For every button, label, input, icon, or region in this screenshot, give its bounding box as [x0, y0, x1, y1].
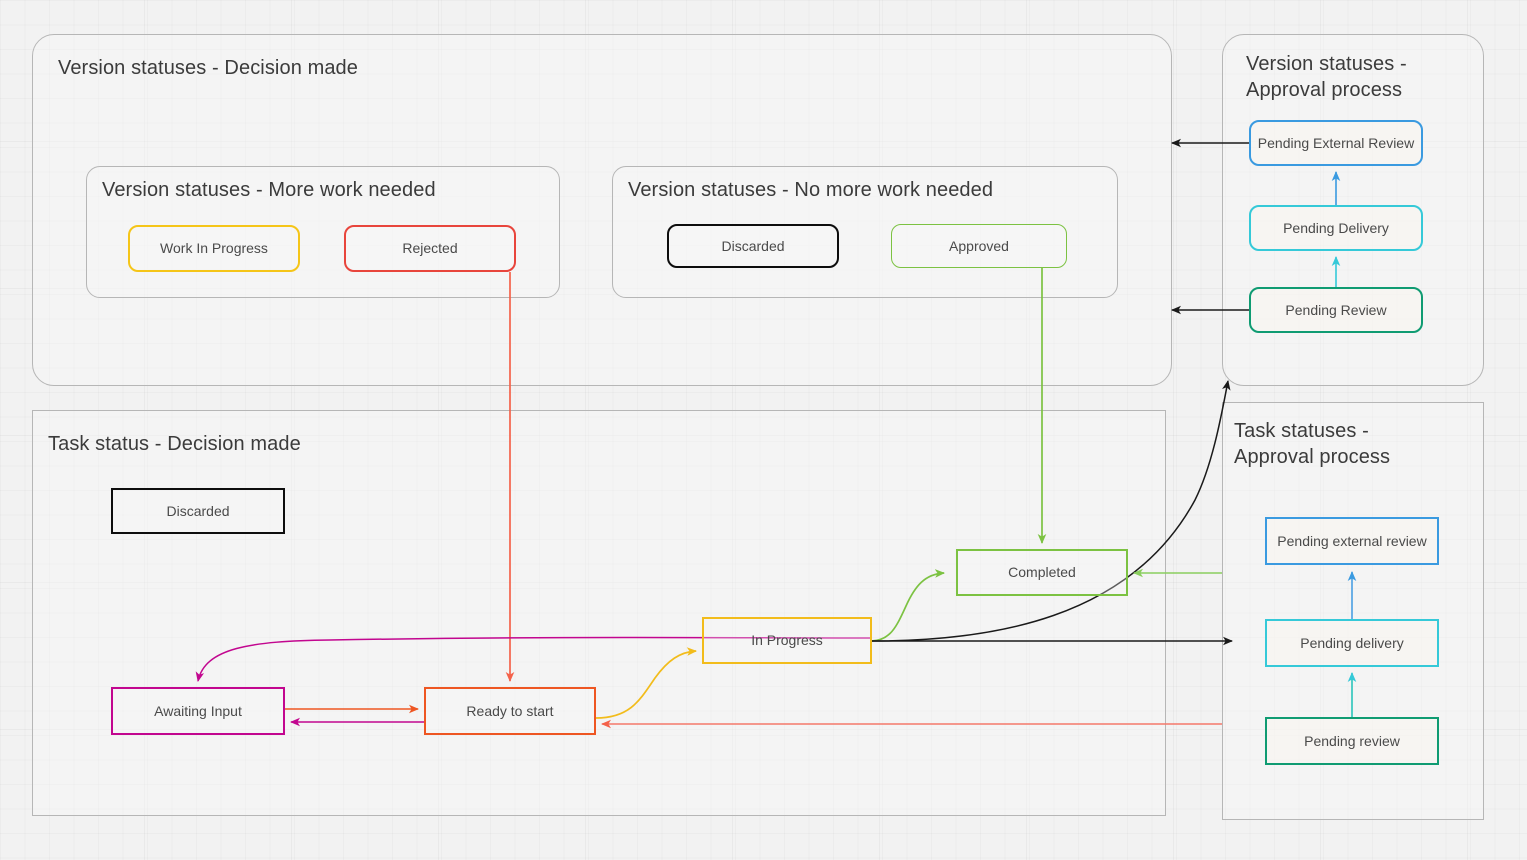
node-label: In Progress — [751, 632, 823, 649]
node-approved[interactable]: Approved — [891, 224, 1067, 268]
node-rejected[interactable]: Rejected — [344, 225, 516, 272]
group-task-decision-made — [32, 410, 1166, 816]
node-label: Ready to start — [466, 702, 554, 719]
node-label: Rejected — [402, 240, 458, 257]
node-label: Pending delivery — [1300, 634, 1404, 651]
node-awaiting-input[interactable]: Awaiting Input — [111, 687, 285, 735]
group-title-task-approval-process: Task statuses - Approval process — [1234, 420, 1391, 469]
node-pending-review-version[interactable]: Pending Review — [1249, 287, 1423, 333]
node-pending-review-task[interactable]: Pending review — [1265, 717, 1439, 765]
node-work-in-progress[interactable]: Work In Progress — [128, 225, 300, 272]
group-title-version-no-more-work-needed: Version statuses - No more work needed — [628, 179, 994, 201]
node-label: Work In Progress — [160, 240, 268, 257]
node-pending-external-review-task[interactable]: Pending external review — [1265, 517, 1439, 565]
node-label: Discarded — [166, 502, 230, 519]
node-label: Discarded — [721, 237, 785, 254]
group-version-more-work-needed — [86, 166, 560, 298]
group-version-no-more-work-needed — [612, 166, 1118, 298]
node-discarded-task[interactable]: Discarded — [111, 488, 285, 534]
node-pending-delivery-task[interactable]: Pending delivery — [1265, 619, 1439, 667]
group-title-version-approval-process: Version statuses - Approval process — [1246, 53, 1407, 102]
node-discarded-version[interactable]: Discarded — [667, 224, 839, 268]
node-label: Approved — [949, 237, 1009, 254]
node-label: Pending review — [1304, 732, 1400, 749]
node-label: Awaiting Input — [154, 702, 242, 719]
node-pending-external-review-version[interactable]: Pending External Review — [1249, 120, 1423, 166]
node-label: Pending Delivery — [1283, 219, 1389, 236]
node-in-progress[interactable]: In Progress — [702, 617, 872, 664]
group-version-decision-made — [32, 34, 1172, 386]
node-label: Pending Review — [1285, 301, 1387, 318]
node-label: Completed — [1008, 564, 1076, 581]
node-ready-to-start[interactable]: Ready to start — [424, 687, 596, 735]
node-pending-delivery-version[interactable]: Pending Delivery — [1249, 205, 1423, 251]
node-label: Pending External Review — [1257, 134, 1415, 151]
node-label: Pending external review — [1277, 532, 1427, 549]
group-title-version-more-work-needed: Version statuses - More work needed — [102, 179, 436, 201]
group-title-version-decision-made: Version statuses - Decision made — [58, 57, 359, 79]
node-completed[interactable]: Completed — [956, 549, 1128, 596]
group-title-task-decision-made: Task status - Decision made — [48, 433, 301, 455]
